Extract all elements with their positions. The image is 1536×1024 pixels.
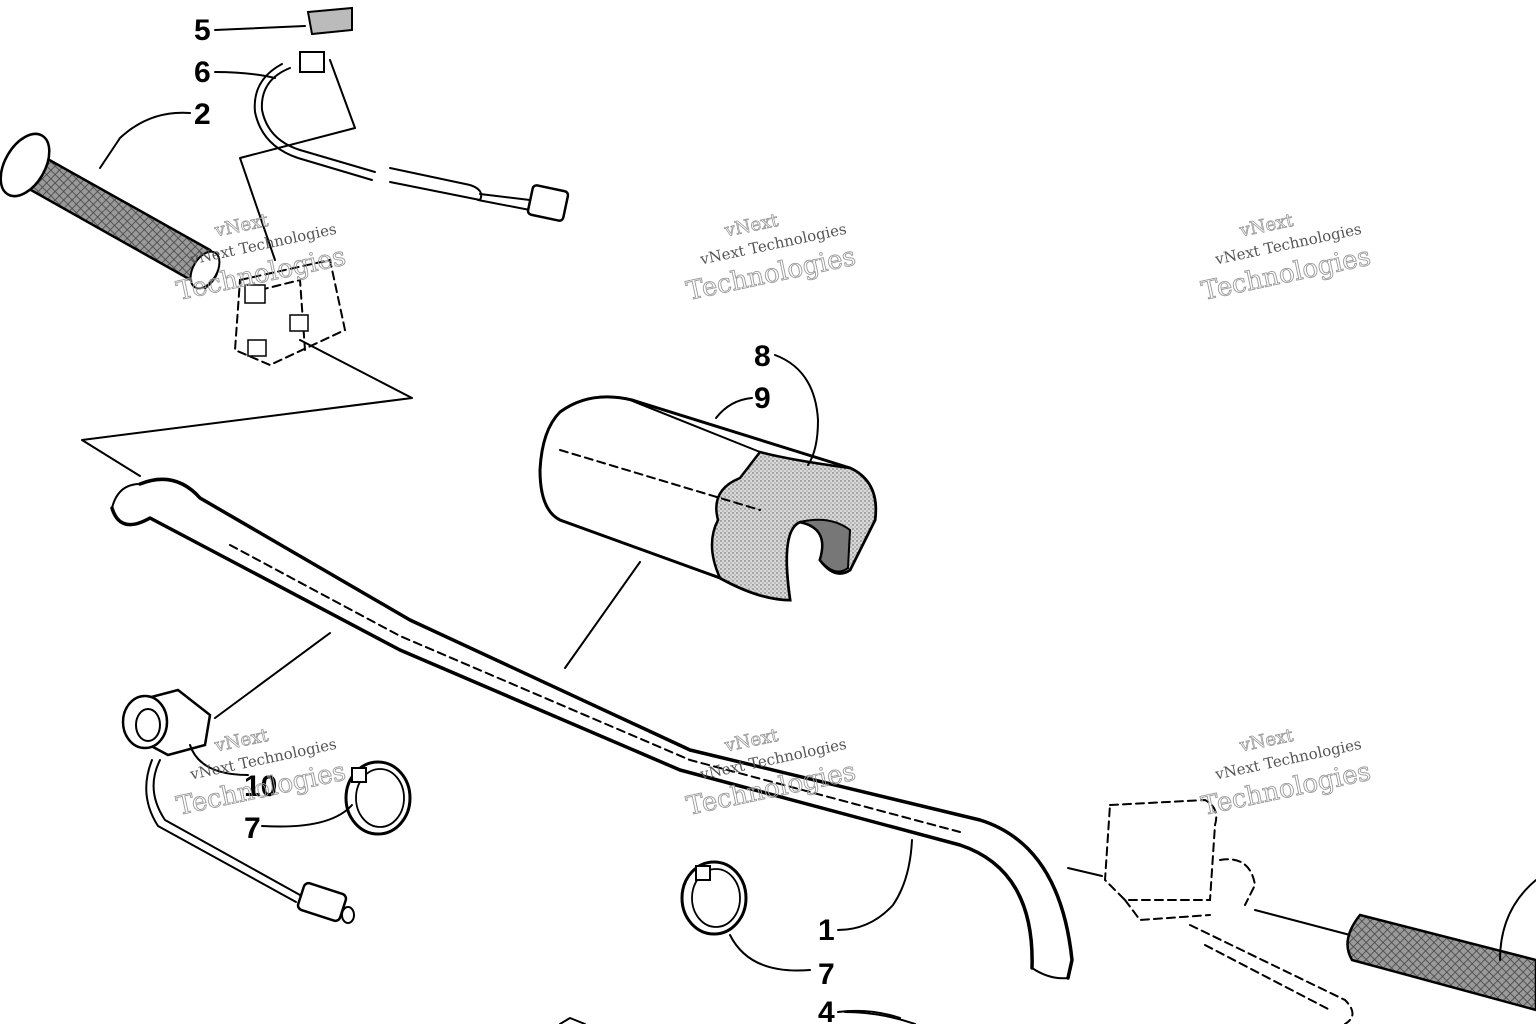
callout-labels: 1 2 4 5 6 7 7 8 9 10 bbox=[194, 14, 835, 1024]
watermark-top-left: vNext vNext Technologies Technologies bbox=[173, 209, 348, 307]
callout-6: 6 bbox=[194, 56, 211, 89]
watermark-bottom-center: vNext vNext Technologies Technologies bbox=[683, 724, 858, 822]
part-4-partial bbox=[559, 1011, 916, 1024]
throttle-switch-part bbox=[121, 688, 355, 924]
callout-7-upper: 7 bbox=[244, 812, 261, 845]
watermark-top-right: vNext vNext Technologies Technologies bbox=[1198, 209, 1373, 307]
callout-4: 4 bbox=[818, 996, 835, 1024]
leader-lines bbox=[99, 25, 913, 1019]
callout-9: 9 bbox=[754, 382, 771, 415]
explode-lines bbox=[81, 339, 1103, 877]
left-grip-part bbox=[0, 132, 221, 290]
callout-8: 8 bbox=[754, 340, 771, 373]
callout-5: 5 bbox=[194, 14, 211, 47]
brake-master-cylinder-dashed bbox=[1103, 798, 1354, 1024]
handlebar-part bbox=[110, 477, 1074, 980]
callout-1: 1 bbox=[818, 914, 835, 947]
clamp-part-upper bbox=[344, 760, 412, 836]
watermark-bottom-right: vNext vNext Technologies Technologies bbox=[1198, 724, 1373, 822]
callout-10: 10 bbox=[244, 770, 277, 803]
clamp-part-lower bbox=[680, 860, 748, 936]
right-grip-part bbox=[1346, 879, 1536, 1012]
left-switch-housing-dashed bbox=[233, 258, 347, 367]
heater-wire-part bbox=[239, 51, 570, 261]
pad-part bbox=[306, 6, 353, 36]
callout-7-lower: 7 bbox=[818, 958, 835, 991]
callout-2: 2 bbox=[194, 98, 211, 131]
watermark-top-center: vNext vNext Technologies Technologies bbox=[683, 209, 858, 307]
handlebar-pad-part bbox=[538, 395, 878, 602]
